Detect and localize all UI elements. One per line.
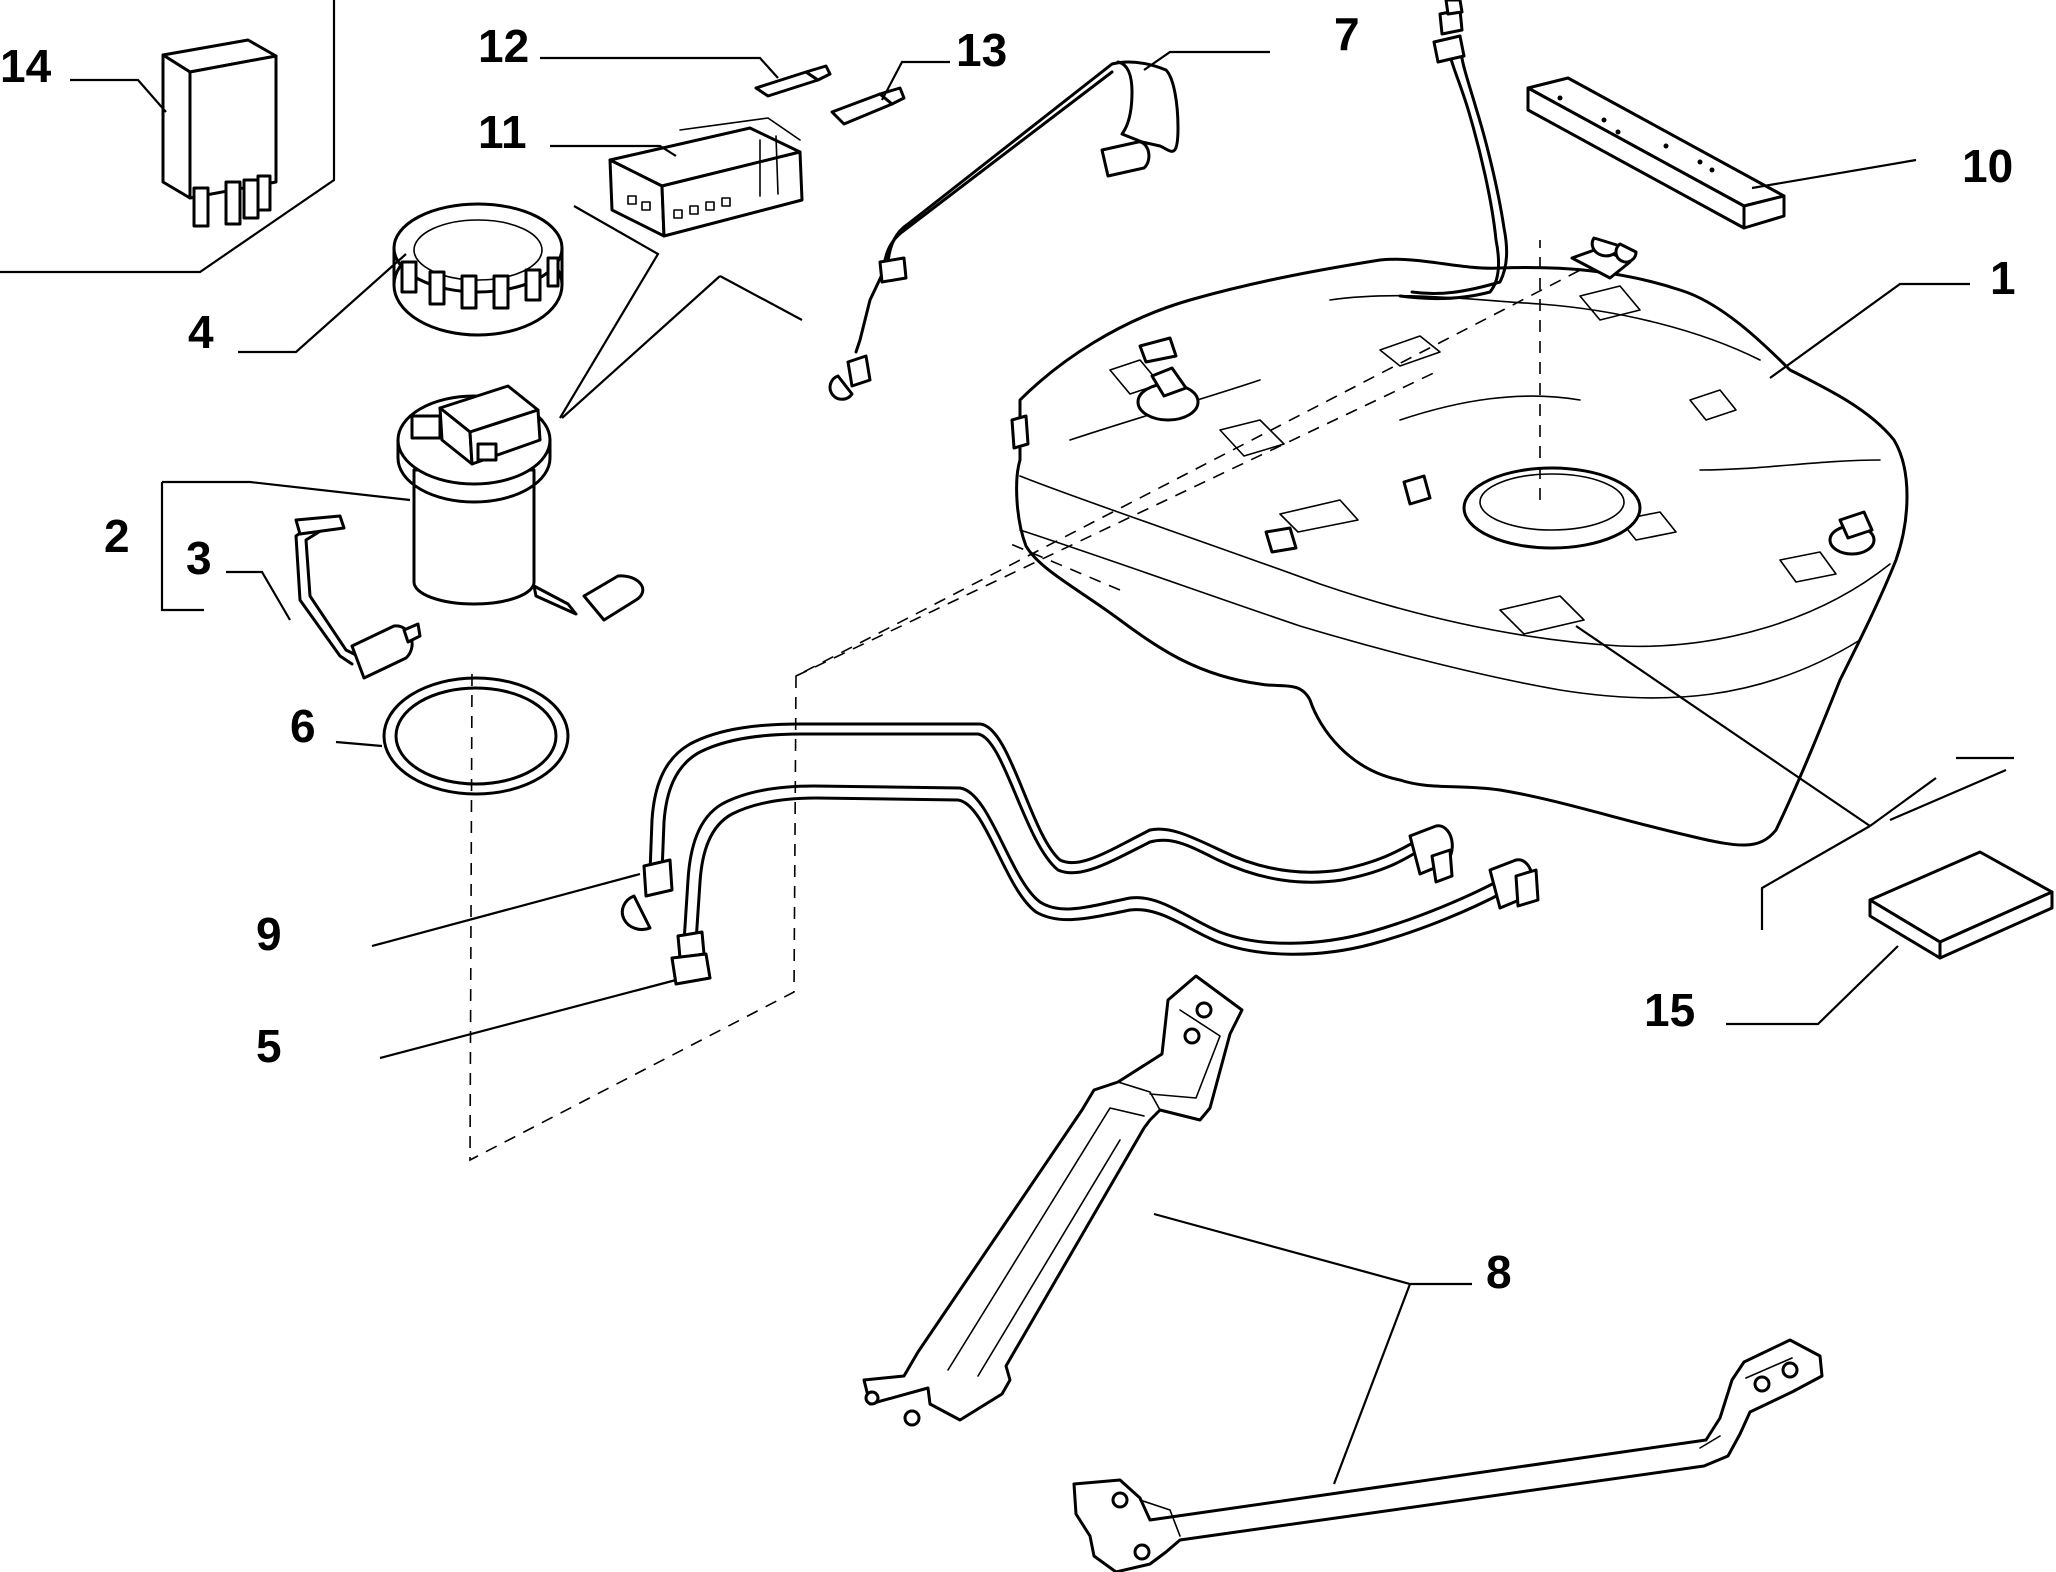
part-12-terminal — [754, 64, 832, 98]
part-9-fuel-pipe — [620, 722, 1454, 931]
callout-2: 2 — [104, 510, 130, 562]
callout-3: 3 — [186, 532, 212, 584]
relay-frame — [0, 0, 336, 274]
callout-10: 10 — [1962, 140, 2013, 192]
assembly-dashed-lines — [469, 240, 1589, 1162]
part-15-pad — [1868, 850, 2054, 960]
part-2-fuel-pump — [396, 384, 645, 622]
leader-lines — [70, 50, 2014, 1485]
part-8-straps — [862, 974, 1824, 1572]
part-1-fuel-tank — [1010, 0, 1909, 847]
callout-7: 7 — [1334, 8, 1360, 60]
part-10-pad — [1526, 76, 1786, 230]
callout-11: 11 — [478, 106, 527, 158]
callout-14: 14 — [0, 40, 52, 92]
part-14-relay — [161, 38, 278, 228]
part-4-ring-nut — [392, 202, 564, 337]
callout-9: 9 — [256, 908, 282, 960]
part-6-gasket — [382, 676, 570, 796]
callout-1: 1 — [1990, 252, 2016, 304]
callout-13: 13 — [956, 24, 1007, 76]
part-3-level-sensor — [294, 514, 422, 680]
callout-12: 12 — [478, 20, 529, 72]
callout-15: 15 — [1644, 984, 1695, 1036]
part-5-fuel-pipe — [670, 784, 1540, 986]
part-11-connector — [608, 117, 804, 238]
callout-4: 4 — [188, 306, 214, 358]
callout-6: 6 — [290, 700, 316, 752]
callout-8: 8 — [1486, 1246, 1512, 1298]
part-7-fuel-line — [828, 60, 1180, 401]
callout-labels: 14 12 13 7 11 10 1 4 2 3 6 9 5 8 15 — [0, 8, 2016, 1298]
callout-5: 5 — [256, 1020, 282, 1072]
part-13-terminal — [830, 86, 906, 126]
